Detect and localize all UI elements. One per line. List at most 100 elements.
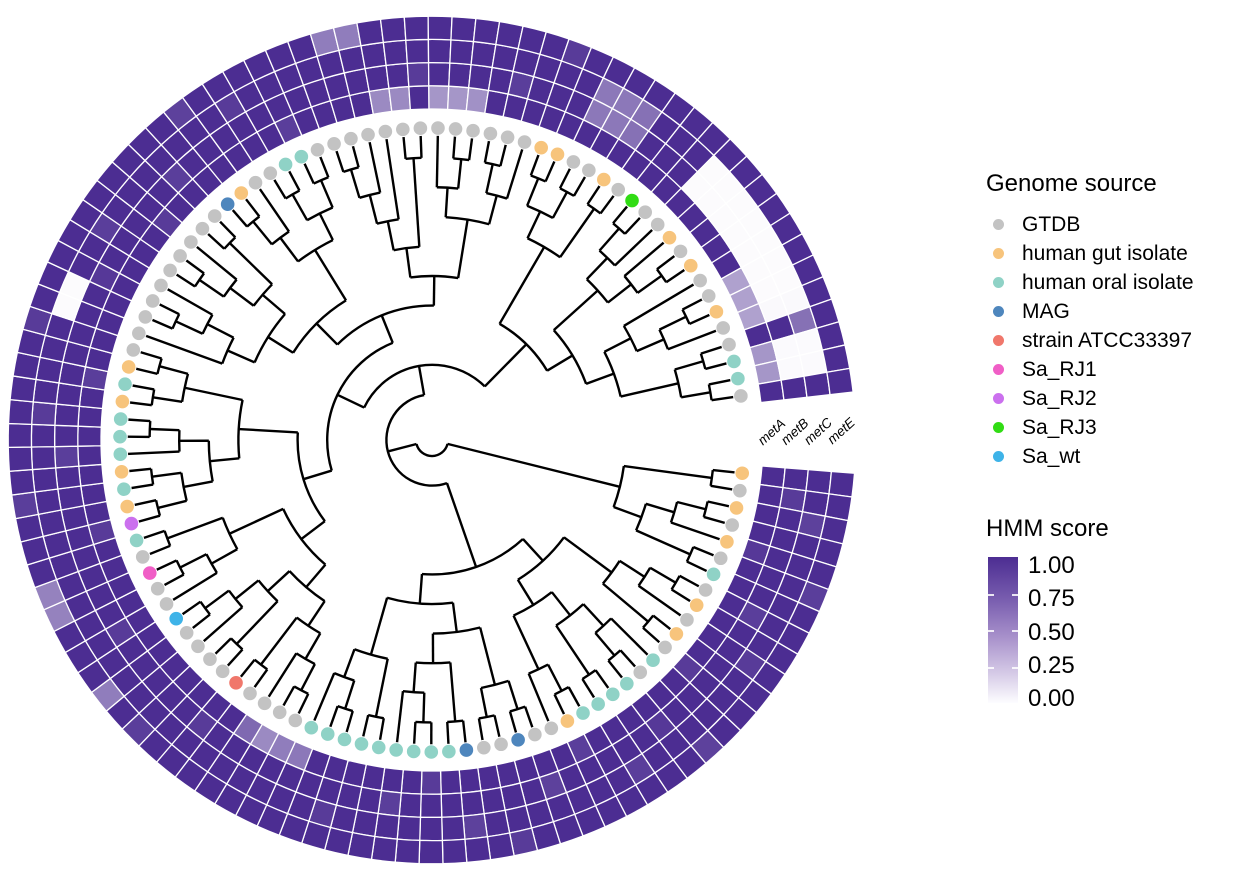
heatmap-cell <box>7 422 33 449</box>
tree-branch <box>619 559 646 578</box>
tip-dot-gtdb <box>581 162 597 179</box>
tree-branch <box>602 582 649 623</box>
tree-arc <box>363 363 486 409</box>
tip-dot-gtdb <box>206 208 223 224</box>
tip-dot-oral <box>590 696 606 712</box>
heatmap-cell <box>462 813 489 840</box>
tree-arc <box>285 189 301 200</box>
legend-item-sarj2: Sa_RJ2 <box>986 384 1232 413</box>
tree-branch <box>179 553 207 569</box>
tree-arc <box>402 689 425 694</box>
tree-branch <box>349 169 361 199</box>
tree-branch <box>559 208 596 258</box>
tip-dot-oral <box>303 719 320 736</box>
tree-branch <box>229 287 255 307</box>
tip-dot-oral <box>726 353 742 370</box>
tree-branch <box>261 293 286 315</box>
colorbar-tick <box>988 593 994 596</box>
tip-dot-oral <box>405 743 422 760</box>
tree-branch <box>451 602 458 633</box>
heatmap-cell <box>9 375 37 403</box>
tip-dot-oral <box>112 446 129 463</box>
tip-dot-oral <box>604 686 621 703</box>
heatmap-cell <box>53 445 80 469</box>
tip-dot-hgut <box>113 463 130 480</box>
heatmap-cell <box>32 378 60 405</box>
tip-dots <box>112 120 751 760</box>
tree-branch <box>197 606 244 648</box>
tree-branch <box>623 464 712 480</box>
legend-label: Sa_RJ1 <box>1022 357 1097 381</box>
tip-dot-gtdb <box>447 121 464 137</box>
legend-dot-sarj2 <box>993 393 1004 404</box>
tree-arc <box>150 389 156 406</box>
heatmap-cell <box>420 770 442 795</box>
tree-branch <box>228 242 273 286</box>
tip-dot-oral <box>619 675 635 692</box>
tree-branch <box>620 382 679 398</box>
tip-dot-gtdb <box>287 712 304 729</box>
heatmap-cell <box>398 792 422 818</box>
tree-branch <box>149 427 180 432</box>
tip-dot-oral <box>388 742 404 758</box>
tree-branch <box>204 589 230 610</box>
tip-dot-gtdb <box>493 736 509 753</box>
heatmap-cell <box>77 405 104 428</box>
tree-branch <box>485 163 494 194</box>
tree-branch <box>613 505 642 519</box>
tree-branch <box>670 521 728 543</box>
legend-item-atcc: strain ATCC33397 <box>986 326 1232 355</box>
tree-branch <box>138 332 223 365</box>
colorbar-tick-label: 0.50 <box>1028 618 1075 646</box>
tip-dot-oral <box>645 652 661 669</box>
heatmap-cell <box>472 17 501 46</box>
tree-arc <box>227 589 244 608</box>
tree-branch <box>674 360 704 371</box>
tree-branch <box>166 516 224 540</box>
tree-branch <box>527 673 553 729</box>
tree-branch <box>637 584 688 621</box>
heatmap-cell <box>31 401 58 426</box>
tip-dot-gtdb <box>162 262 178 279</box>
tree-arc <box>271 230 290 246</box>
tip-dot-gtdb <box>242 685 258 702</box>
tree-branch <box>563 536 613 574</box>
tree-arc <box>237 399 244 459</box>
tree-branch <box>582 603 605 627</box>
tip-dot-oral <box>353 736 370 752</box>
tip-dot-gtdb <box>565 154 582 170</box>
tree-arc <box>552 329 588 385</box>
tree-branch <box>623 236 671 277</box>
tip-dot-gtdb <box>190 638 206 655</box>
tree-branch <box>422 692 426 723</box>
legend-dot-sarj1 <box>993 364 1004 375</box>
tree-arc <box>526 204 554 220</box>
tip-dot-gtdb <box>178 624 195 641</box>
tip-dot-hgut <box>114 393 131 410</box>
tree-branch <box>336 393 365 409</box>
heatmap-cell <box>440 792 464 818</box>
tree-arc <box>333 672 355 682</box>
tree-arc <box>282 508 327 566</box>
tip-dot-oral <box>116 481 132 498</box>
tip-dot-gtdb <box>343 130 359 147</box>
tip-dot-gtdb <box>482 125 499 142</box>
tree-branch <box>157 499 187 510</box>
tip-dot-gtdb <box>632 664 649 681</box>
tip-dot-gtdb <box>700 288 717 304</box>
tree-branch <box>552 289 599 332</box>
tip-dot-oral <box>575 705 591 721</box>
legend-label: Sa_RJ2 <box>1022 386 1097 410</box>
tree-branch <box>267 336 294 354</box>
heatmap-cell <box>428 85 450 111</box>
tip-dot-hgut <box>549 146 566 163</box>
tip-dot-gtdb <box>144 293 161 309</box>
tree-arc <box>598 249 616 267</box>
heatmap-cell <box>805 468 833 495</box>
legend-label: Sa_RJ3 <box>1022 415 1097 439</box>
colorbar-tick <box>1012 666 1018 669</box>
tree-branch <box>412 158 421 247</box>
tree-arc <box>528 663 549 675</box>
